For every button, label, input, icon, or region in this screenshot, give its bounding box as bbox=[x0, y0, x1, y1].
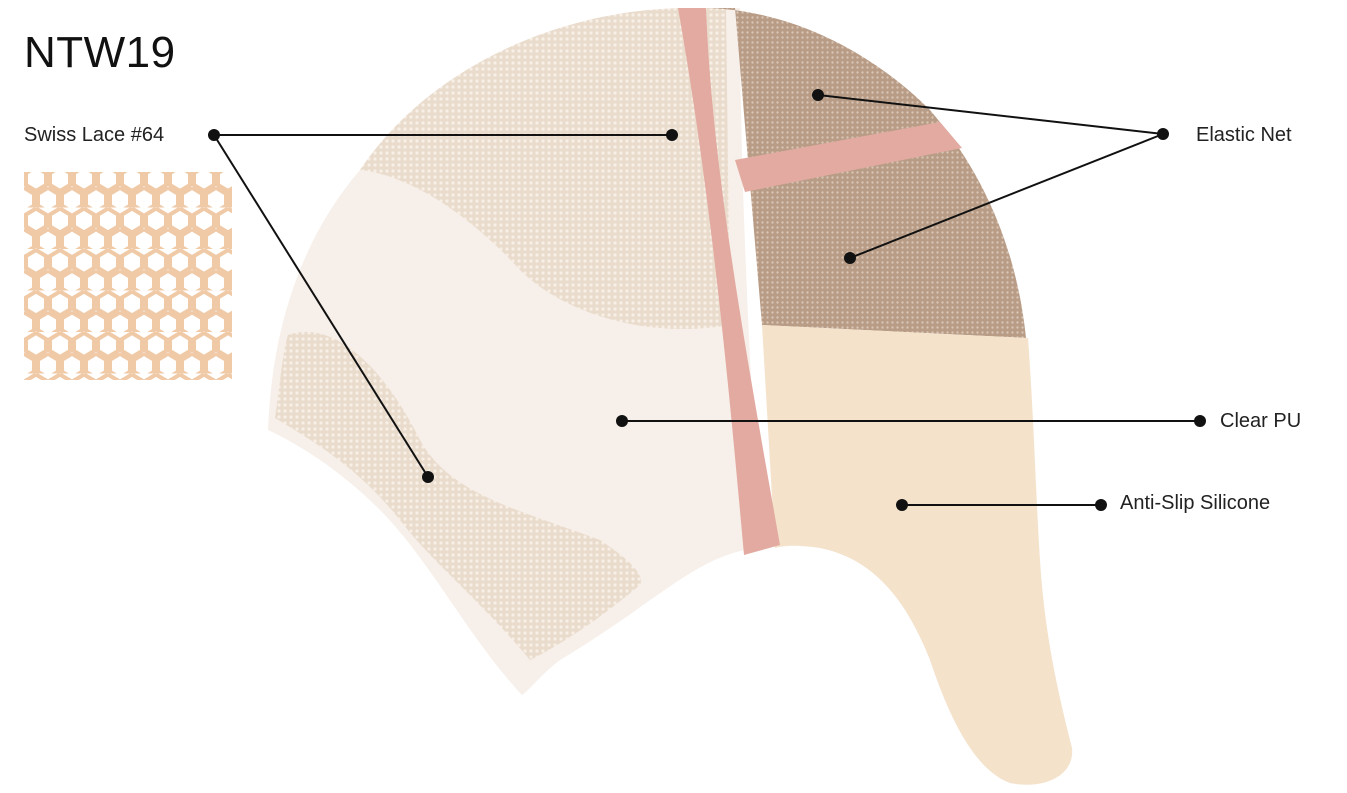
dot-elastic-origin bbox=[1157, 128, 1169, 140]
label-anti-slip-silicone: Anti-Slip Silicone bbox=[1120, 492, 1270, 515]
dot-silicone-left bbox=[896, 499, 908, 511]
label-elastic-net: Elastic Net bbox=[1196, 124, 1292, 147]
dot-silicone-right bbox=[1095, 499, 1107, 511]
dot-swiss-top bbox=[666, 129, 678, 141]
dot-swiss-origin bbox=[208, 129, 220, 141]
dot-pu-right bbox=[1194, 415, 1206, 427]
anti-slip-silicone-region bbox=[762, 325, 1072, 785]
label-clear-pu: Clear PU bbox=[1220, 410, 1301, 433]
dot-pu-left bbox=[616, 415, 628, 427]
dot-elastic-bottom bbox=[844, 252, 856, 264]
dot-elastic-top bbox=[812, 89, 824, 101]
swiss-lace-swatch bbox=[24, 172, 232, 380]
diagram-title: NTW19 bbox=[24, 28, 176, 78]
dot-swiss-side bbox=[422, 471, 434, 483]
label-swiss-lace: Swiss Lace #64 bbox=[24, 124, 164, 147]
